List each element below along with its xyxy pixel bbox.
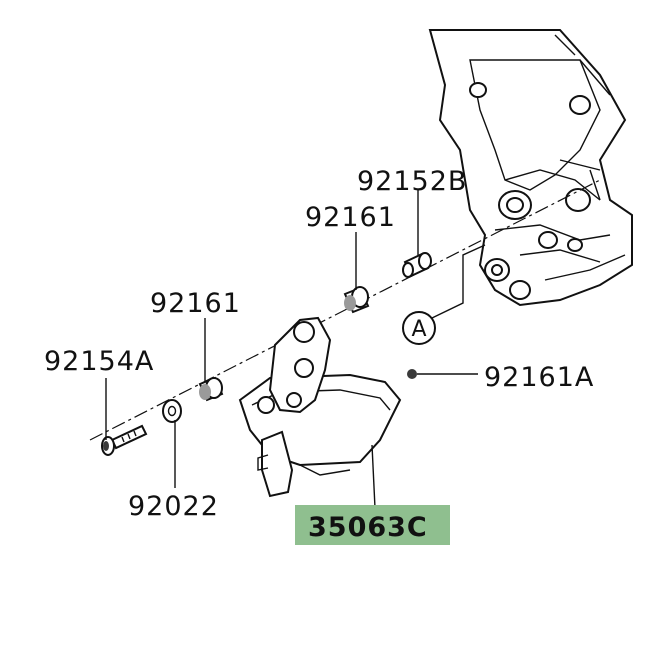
callout-a: A bbox=[402, 311, 436, 345]
nut-92161A-drawing bbox=[407, 369, 417, 379]
part-label-92022[interactable]: 92022 bbox=[128, 491, 219, 522]
part-label-92161-lower[interactable]: 92161 bbox=[150, 288, 241, 319]
callout-a-letter: A bbox=[411, 317, 426, 342]
collar-92161-upper-drawing bbox=[343, 286, 370, 314]
bracket-35063C-drawing bbox=[238, 316, 402, 498]
part-label-35063C[interactable]: 35063C bbox=[308, 512, 428, 543]
bolt-92152B-drawing bbox=[402, 252, 432, 278]
leader-lines bbox=[105, 190, 486, 509]
highlight-box-35063C bbox=[295, 505, 450, 545]
part-label-92154A[interactable]: 92154A bbox=[44, 346, 154, 377]
part-label-92152B[interactable]: 92152B bbox=[357, 166, 467, 197]
callout-a-circle bbox=[402, 311, 436, 345]
washer-92022-drawing bbox=[162, 399, 182, 423]
part-label-92161-upper[interactable]: 92161 bbox=[305, 202, 396, 233]
assembly-axis-line bbox=[89, 179, 601, 441]
frame-casting-drawing bbox=[428, 29, 633, 307]
collar-92161-lower-drawing bbox=[198, 376, 224, 402]
part-label-92161A[interactable]: 92161A bbox=[484, 362, 594, 393]
bolt-92154A-drawing bbox=[101, 424, 148, 456]
